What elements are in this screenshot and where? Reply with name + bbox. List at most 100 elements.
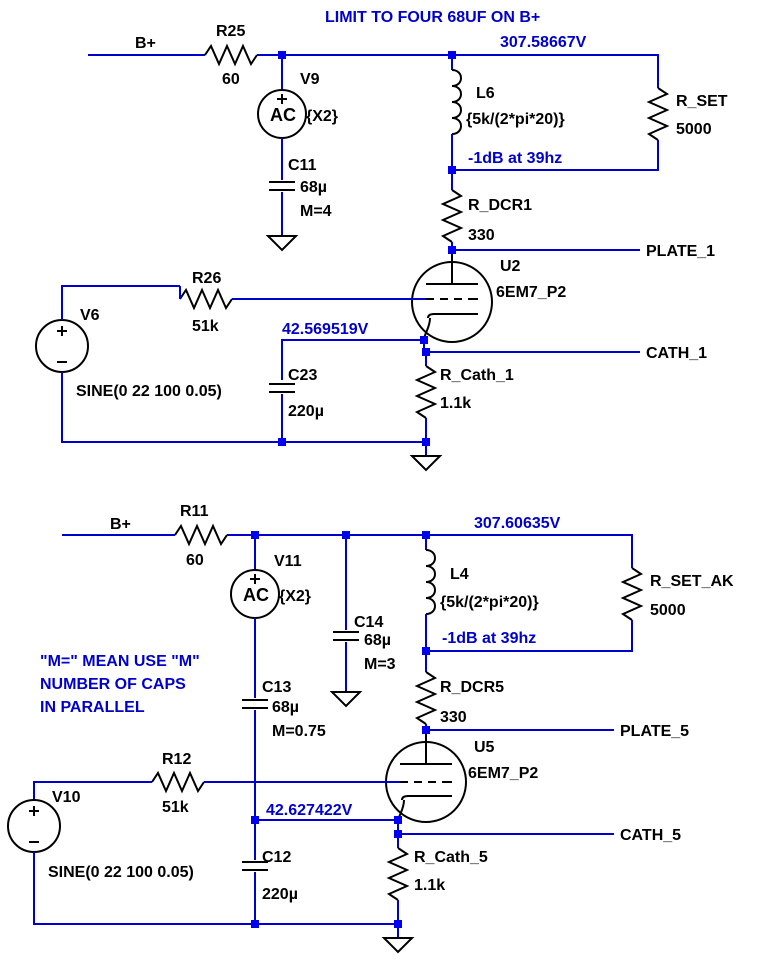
supply-voltage-1: 307.58667V <box>500 34 587 51</box>
r26-resistor <box>179 287 233 311</box>
bottom-note-line-1: "M=" MEAN USE "M" <box>40 653 200 670</box>
c11-value: 68µ <box>300 179 327 196</box>
c13-value: 68µ <box>272 699 299 716</box>
ground-icon-1b <box>409 455 443 472</box>
r-set-name: R_SET <box>676 93 728 110</box>
r12-resistor <box>151 770 205 794</box>
r11-value: 60 <box>186 552 204 569</box>
c11-name: C11 <box>288 157 317 174</box>
c13-name: C13 <box>262 679 291 696</box>
stage-1: LIMIT TO FOUR 68UF ON B+ B+ R25 60 307.5… <box>35 9 728 472</box>
c13-multiplier: M=0.75 <box>272 723 326 740</box>
cathode-voltage-2: 42.627422V <box>266 802 353 819</box>
junction-dot <box>448 51 456 59</box>
bplus-label: B+ <box>110 516 131 533</box>
c13-capacitor <box>242 699 268 709</box>
c11-capacitor <box>269 181 295 191</box>
r-set-ak-resistor <box>620 567 644 621</box>
r11-name: R11 <box>180 503 209 520</box>
v9-plus-icon <box>277 94 287 104</box>
junction-dot <box>394 830 402 838</box>
v9-value: {X2} <box>306 108 338 125</box>
db-note-2: -1dB at 39hz <box>442 630 536 647</box>
u2-name: U2 <box>500 258 521 275</box>
supply-rail-wire-1 <box>257 54 659 88</box>
grid-wire-1b <box>179 286 426 300</box>
rdcr1-resistor <box>440 189 464 243</box>
stage-2: B+ R11 60 307.60635V V11 AC {X2} C14 68µ… <box>7 503 734 954</box>
v11-symbol: AC <box>243 585 269 605</box>
junction-dot <box>448 166 456 174</box>
plate-1-label: PLATE_1 <box>646 243 715 260</box>
c12-capacitor <box>242 861 268 871</box>
r25-name: R25 <box>216 23 245 40</box>
rdcr5-value: 330 <box>440 709 467 726</box>
junction-dot <box>394 816 402 824</box>
grid-wire-1 <box>61 285 180 300</box>
junction-dot <box>342 531 350 539</box>
rcath5-value: 1.1k <box>414 877 445 894</box>
junction-dot <box>448 246 456 254</box>
r-set-ak-value: 5000 <box>650 602 686 619</box>
v10-name: V10 <box>52 789 81 806</box>
junction-dot <box>420 336 428 344</box>
ground-icon-2b <box>381 937 415 954</box>
r25-value: 60 <box>222 71 240 88</box>
junction-dot <box>251 920 259 928</box>
c12-name: C12 <box>262 849 291 866</box>
top-note: LIMIT TO FOUR 68UF ON B+ <box>325 9 540 26</box>
cathode-voltage-1: 42.569519V <box>282 321 369 338</box>
c23-name: C23 <box>288 367 317 384</box>
l6-name: L6 <box>476 85 495 102</box>
plate-5-label: PLATE_5 <box>620 723 689 740</box>
l4-name: L4 <box>450 566 469 583</box>
v9-symbol: AC <box>270 105 296 125</box>
c14-capacitor <box>333 631 359 641</box>
ground-return-wire-2 <box>33 852 398 925</box>
junction-dot <box>278 438 286 446</box>
rcath1-resistor <box>414 365 438 419</box>
rcath1-value: 1.1k <box>440 395 471 412</box>
junction-dot <box>422 438 430 446</box>
ground-icon-1a <box>265 235 299 252</box>
v6-plus-icon <box>57 326 67 336</box>
choke-l4-coil <box>425 549 436 615</box>
junction-dot <box>422 531 430 539</box>
v11-value: {X2} <box>279 588 311 605</box>
r-set-return-wire <box>452 140 659 171</box>
supply-rail-wire-2 <box>227 534 633 568</box>
r12-name: R12 <box>162 751 191 768</box>
tube-u5-plate <box>400 730 452 765</box>
r26-name: R26 <box>192 270 221 287</box>
bottom-note-line-3: IN PARALLEL <box>40 699 145 716</box>
c14-multiplier: M=3 <box>364 656 396 673</box>
r11-resistor <box>174 523 228 547</box>
r-set-resistor <box>646 87 670 141</box>
rdcr5-resistor <box>414 671 438 725</box>
junction-dot <box>422 726 430 734</box>
v9-name: V9 <box>300 71 320 88</box>
db-note-1: -1dB at 39hz <box>468 150 562 167</box>
rdcr1-value: 330 <box>468 227 495 244</box>
v6-value: SINE(0 22 100 0.05) <box>76 383 222 400</box>
rcath1-name: R_Cath_1 <box>440 367 514 384</box>
choke-l6-coil <box>451 69 462 135</box>
c14-value: 68µ <box>364 632 391 649</box>
r26-value: 51k <box>192 318 219 335</box>
bottom-note-line-2: NUMBER OF CAPS <box>40 676 186 693</box>
rdcr5-name: R_DCR5 <box>440 679 504 696</box>
rdcr1-name: R_DCR1 <box>468 197 532 214</box>
v11-plus-icon <box>250 574 260 584</box>
junction-dot <box>422 647 430 655</box>
supply-voltage-2: 307.60635V <box>474 515 561 532</box>
junction-dot <box>278 51 286 59</box>
rcath5-resistor <box>386 847 410 901</box>
l6-value: {5k/(2*pi*20)} <box>466 111 565 128</box>
r-set-value: 5000 <box>676 121 712 138</box>
ground-return-wire-1 <box>61 372 426 443</box>
v6-name: V6 <box>80 307 100 324</box>
r-set-ak-name: R_SET_AK <box>650 573 734 590</box>
cathode-node-wire-2 <box>255 819 614 835</box>
u5-name: U5 <box>474 739 495 756</box>
